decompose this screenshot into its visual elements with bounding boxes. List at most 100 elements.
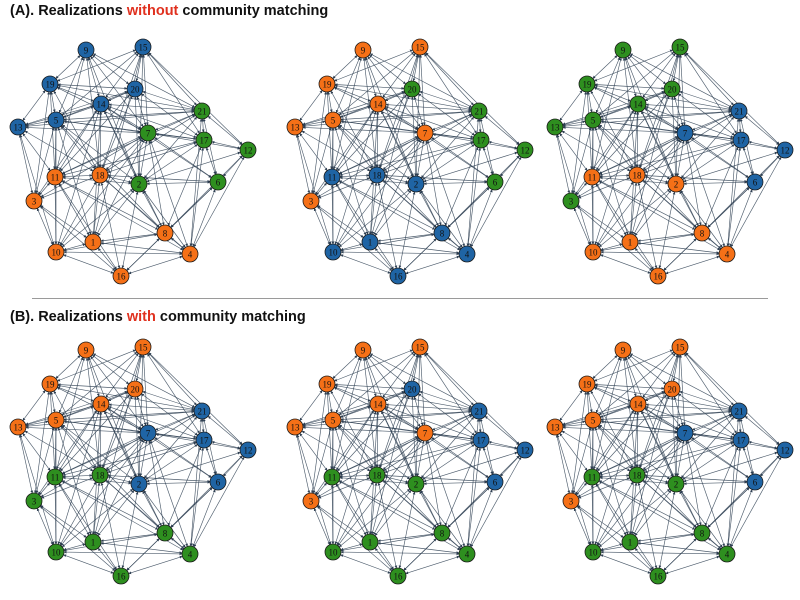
edge-18-6 bbox=[107, 174, 211, 183]
edge-1-4 bbox=[637, 541, 720, 555]
edge-1-4 bbox=[100, 541, 183, 555]
node-circle-20 bbox=[663, 380, 681, 398]
node-circle-6 bbox=[486, 173, 504, 191]
node-circle-16 bbox=[389, 567, 407, 585]
node-circle-11 bbox=[583, 168, 601, 186]
edge-19-11 bbox=[49, 391, 56, 470]
node-label-11: 11 bbox=[51, 172, 60, 182]
node-circle-21 bbox=[470, 102, 488, 120]
node-18: 18 bbox=[368, 466, 386, 484]
edge-10-4 bbox=[600, 250, 720, 256]
edge-21-12 bbox=[484, 115, 520, 146]
edge-17-11 bbox=[599, 141, 734, 176]
edge-9-14 bbox=[87, 357, 100, 397]
node-circle-13 bbox=[286, 418, 304, 436]
node-label-14: 14 bbox=[97, 99, 107, 109]
edge-9-14 bbox=[364, 57, 377, 97]
node-circle-12 bbox=[776, 441, 794, 459]
edge-2-16 bbox=[658, 191, 676, 269]
node-3: 3 bbox=[25, 492, 43, 510]
node-circle-4 bbox=[458, 245, 476, 263]
node-circle-19 bbox=[578, 375, 596, 393]
edge-8-4 bbox=[447, 237, 462, 250]
node-7: 7 bbox=[416, 124, 434, 142]
edge-15-12 bbox=[685, 352, 780, 445]
edge-21-17 bbox=[201, 418, 205, 433]
node-label-4: 4 bbox=[188, 249, 193, 259]
node-circle-8 bbox=[156, 224, 174, 242]
node-15: 15 bbox=[671, 38, 689, 56]
node-circle-11 bbox=[583, 468, 601, 486]
edge-13-7 bbox=[302, 426, 418, 434]
edge-8-4 bbox=[170, 537, 185, 550]
node-label-14: 14 bbox=[374, 99, 384, 109]
edge-18-1 bbox=[629, 482, 638, 535]
edge-21-12 bbox=[484, 415, 520, 446]
edge-7-8 bbox=[685, 140, 702, 226]
edge-17-11 bbox=[62, 141, 197, 176]
edge-18-6 bbox=[107, 474, 211, 483]
node-5: 5 bbox=[47, 411, 65, 429]
node-label-16: 16 bbox=[654, 271, 664, 281]
node-circle-9 bbox=[77, 341, 95, 359]
node-label-8: 8 bbox=[163, 528, 168, 538]
edge-20-2 bbox=[410, 396, 418, 477]
edge-19-5 bbox=[327, 391, 333, 413]
node-circle-1 bbox=[84, 233, 102, 251]
node-label-6: 6 bbox=[493, 477, 498, 487]
node-11: 11 bbox=[323, 468, 341, 486]
edge-15-17 bbox=[147, 53, 200, 134]
edge-15-12 bbox=[148, 52, 243, 145]
node-circle-3 bbox=[25, 492, 43, 510]
node-21: 21 bbox=[193, 102, 211, 120]
edge-8-4 bbox=[707, 237, 722, 250]
edge-1-4 bbox=[100, 241, 183, 255]
node-2: 2 bbox=[130, 175, 148, 193]
node-label-4: 4 bbox=[725, 249, 730, 259]
node-circle-1 bbox=[361, 533, 379, 551]
edge-1-8 bbox=[377, 532, 435, 543]
edge-19-5 bbox=[327, 91, 333, 113]
node-9: 9 bbox=[354, 41, 372, 59]
node-19: 19 bbox=[578, 75, 596, 93]
node-6: 6 bbox=[746, 173, 764, 191]
edge-18-6 bbox=[384, 174, 488, 183]
node-label-8: 8 bbox=[163, 228, 168, 238]
node-label-8: 8 bbox=[440, 528, 445, 538]
node-circle-12 bbox=[776, 141, 794, 159]
edge-2-6 bbox=[146, 180, 211, 186]
edge-10-4 bbox=[340, 250, 460, 256]
edge-13-11 bbox=[22, 433, 51, 471]
edge-18-1 bbox=[92, 182, 101, 235]
node-1: 1 bbox=[621, 233, 639, 251]
node-label-3: 3 bbox=[309, 496, 314, 506]
node-8: 8 bbox=[433, 524, 451, 542]
edge-15-21 bbox=[425, 352, 474, 406]
node-circle-20 bbox=[126, 380, 144, 398]
edge-17-11 bbox=[339, 441, 474, 476]
edge-20-2 bbox=[133, 396, 141, 477]
edge-18-4 bbox=[105, 180, 185, 249]
node-label-13: 13 bbox=[14, 122, 24, 132]
node-label-20: 20 bbox=[668, 384, 678, 394]
node-label-11: 11 bbox=[328, 172, 337, 182]
node-label-12: 12 bbox=[244, 445, 253, 455]
node-circle-18 bbox=[628, 466, 646, 484]
node-17: 17 bbox=[732, 131, 750, 149]
edge-12-6 bbox=[760, 155, 780, 177]
edge-13-11 bbox=[299, 133, 328, 171]
node-label-19: 19 bbox=[323, 379, 333, 389]
node-label-19: 19 bbox=[46, 79, 56, 89]
node-label-18: 18 bbox=[96, 170, 106, 180]
node-label-11: 11 bbox=[51, 472, 60, 482]
node-circle-17 bbox=[195, 131, 213, 149]
node-circle-4 bbox=[458, 545, 476, 563]
node-circle-6 bbox=[486, 473, 504, 491]
edge-2-6 bbox=[423, 480, 488, 486]
edge-2-16 bbox=[658, 491, 676, 569]
edge-3-10 bbox=[573, 208, 591, 245]
node-12: 12 bbox=[776, 441, 794, 459]
node-2: 2 bbox=[667, 475, 685, 493]
edge-7-18 bbox=[382, 138, 420, 170]
